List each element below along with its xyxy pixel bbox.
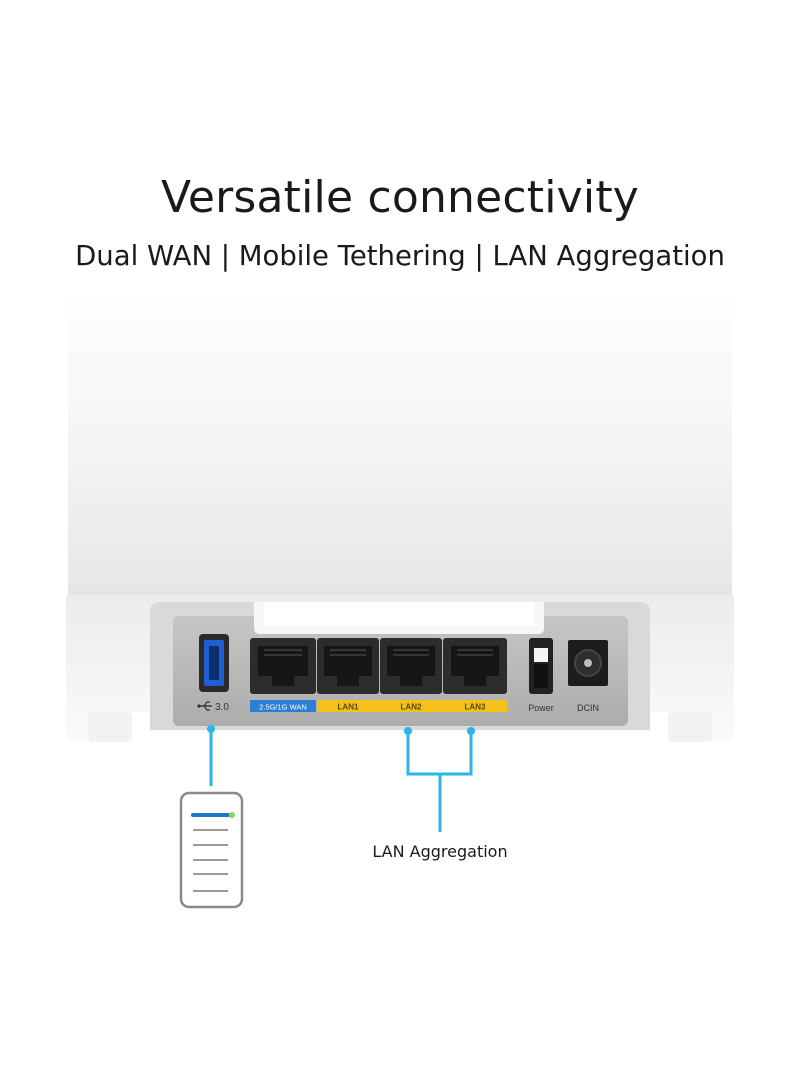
ethernet-port-icon (380, 638, 442, 694)
dcin-label: DCIN (577, 703, 599, 713)
usb-label: 3.0 (215, 702, 229, 713)
power-label: Power (528, 703, 554, 713)
usb-callout-line (207, 725, 215, 786)
subheadline: Dual WAN | Mobile Tethering | LAN Aggreg… (75, 240, 725, 272)
ethernet-port-icon (443, 638, 507, 694)
lan3-port-label: LAN3 (465, 703, 486, 712)
wan-label-strip (250, 700, 316, 712)
usb-icon (197, 701, 212, 711)
power-button-icon (529, 638, 553, 694)
dc-jack-icon (568, 640, 608, 686)
lan2-port-label: LAN2 (401, 703, 422, 712)
lan-aggregation-callout-lines (404, 727, 475, 832)
lan-label-strip (317, 700, 507, 712)
smartphone-icon (179, 791, 244, 909)
ethernet-port-icon (250, 638, 316, 694)
usb-port: 3.0 (197, 634, 229, 713)
lan1-port-label: LAN1 (338, 703, 359, 712)
wan-port-label: 2.5G/1G WAN (259, 703, 307, 712)
headline: Versatile connectivity (160, 172, 640, 223)
ethernet-ports (250, 638, 507, 694)
ethernet-port-icon (317, 638, 379, 694)
lan-aggregation-label: LAN Aggregation (372, 842, 508, 861)
